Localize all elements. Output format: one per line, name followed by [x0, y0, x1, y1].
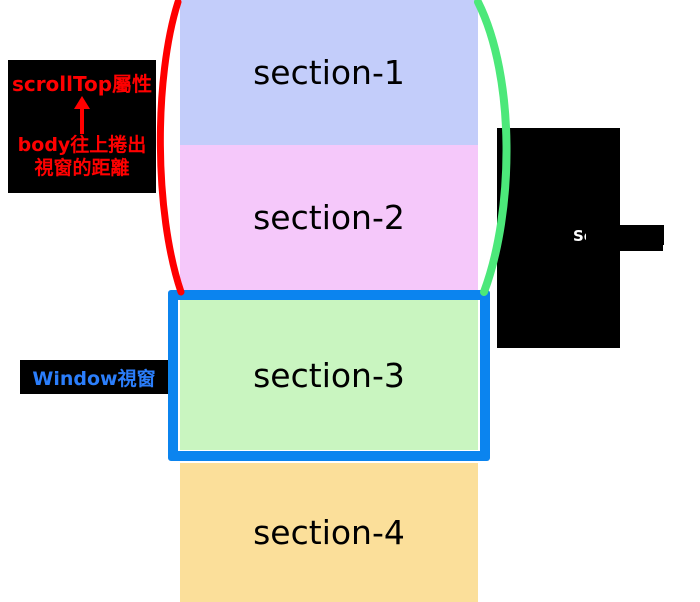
right-annotation-redaction-bar-2	[573, 241, 663, 251]
section-label-3: section-3	[253, 355, 405, 395]
section-block-2: section-2	[180, 145, 478, 290]
scrolltop-title: scrollTop屬性	[11, 72, 153, 96]
left-brace-curve-red	[156, 0, 185, 296]
window-annotation-box: Window視窗	[20, 360, 168, 394]
scrolltop-desc-line1: body往上捲出	[17, 134, 147, 156]
scrolltop-annotation-box: scrollTop屬性 body往上捲出 視窗的距離	[8, 60, 156, 193]
section-block-3: section-3	[180, 300, 478, 450]
window-viewport-frame	[168, 290, 490, 461]
window-annotation-label: Window視窗	[32, 367, 156, 390]
section-label-4: section-4	[253, 513, 405, 552]
up-arrow-icon	[8, 96, 156, 134]
section-label-1: section-1	[253, 53, 405, 92]
right-annotation-redaction-bar	[586, 225, 664, 245]
section-label-2: section-2	[253, 198, 405, 237]
section-block-4: section-4	[180, 463, 478, 602]
section-block-1: section-1	[180, 0, 478, 145]
scrolltop-desc-line2: 視窗的距離	[34, 157, 130, 179]
